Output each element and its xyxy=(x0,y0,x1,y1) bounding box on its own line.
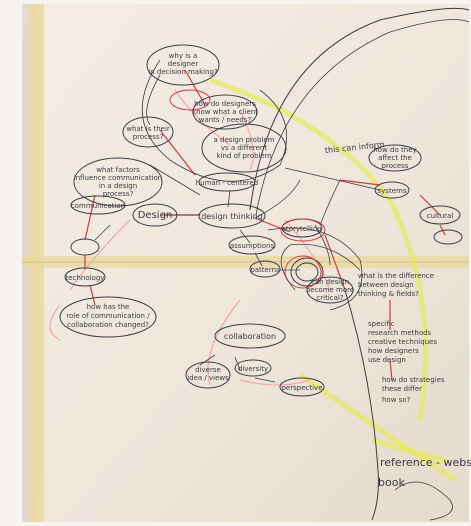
pencil-big-arc xyxy=(249,7,470,211)
node-design-thinking: design thinking xyxy=(201,212,263,221)
node-technology: technology xyxy=(66,274,105,282)
node-diversity: diversity xyxy=(238,365,268,373)
note-problem-3: kind of problem xyxy=(216,152,271,160)
note-how-do-designers-1: how do designers xyxy=(194,100,256,108)
node-design: Design xyxy=(138,210,173,221)
note-how-strategies-1: how do strategies xyxy=(382,376,445,384)
bottom-right-scribble xyxy=(394,481,453,521)
node-storytelling: storytelling xyxy=(282,225,321,233)
note-how-they-3: process xyxy=(382,162,409,170)
note-how-do-designers-3: wants / needs? xyxy=(199,116,252,124)
node-cultural: cultural xyxy=(427,212,454,220)
node-systems: systems xyxy=(378,187,407,195)
note-can-design-1: can design xyxy=(311,278,349,286)
note-what-factors-1: what factors xyxy=(96,166,140,174)
cluster-loops xyxy=(141,59,363,311)
note-how-has-2: role of communication / xyxy=(66,312,150,320)
node-human-centered: human - centered xyxy=(196,179,259,187)
node-collaboration: collaboration xyxy=(224,332,276,341)
note-what-factors-2: influence communication xyxy=(74,174,162,182)
note-specific-4: how designers xyxy=(368,347,419,355)
note-what-is-their-1: what is their xyxy=(126,125,170,133)
node-reference: reference - website xyxy=(380,456,471,469)
note-how-strategies-3: how so? xyxy=(382,396,411,404)
note-specific-2: research methods xyxy=(368,329,432,337)
node-book: book xyxy=(378,476,405,489)
note-what-factors-4: process? xyxy=(103,190,134,198)
node-perspective: perspective xyxy=(281,384,322,392)
note-why-designer-2: designer xyxy=(168,60,199,68)
note-can-design-3: critical? xyxy=(316,294,343,302)
note-whats-diff-2: between design xyxy=(358,281,414,289)
node-assumptions: assumptions xyxy=(230,242,275,250)
note-how-strategies-2: these differ xyxy=(382,385,422,393)
red-accent-ellipses xyxy=(169,89,326,289)
pencil-big-arc-2 xyxy=(255,19,470,216)
note-what-factors-3: in a design xyxy=(99,182,137,190)
pencil-long-down xyxy=(344,289,379,521)
note-how-has-3: collaboration changed? xyxy=(67,321,149,329)
highlighter-arc xyxy=(209,77,429,421)
node-labels: Design design thinking human - centered … xyxy=(66,140,471,489)
note-whats-diff-3: thinking & fields? xyxy=(358,290,419,298)
node-communication: communication xyxy=(71,202,125,210)
note-how-has-1: how has the xyxy=(87,303,130,311)
note-whats-diff-1: what is the difference xyxy=(358,272,434,280)
note-what-is-their-2: process? xyxy=(133,133,164,141)
note-how-they-2: affect the xyxy=(378,154,412,162)
node-patterns: patterns xyxy=(250,266,280,274)
note-problem-2: vs a different xyxy=(221,144,268,152)
note-diverse-2: idea / views xyxy=(187,374,229,382)
note-why-designer-1: why is a xyxy=(169,52,198,60)
node-ellipses xyxy=(59,44,463,397)
note-specific-3: creative techniques xyxy=(368,338,437,346)
note-can-design-2: become more xyxy=(306,286,354,294)
pencil-connectors xyxy=(94,74,381,383)
question-notes: why is a designer in decision making? ho… xyxy=(66,52,445,404)
highlighter-diagonal xyxy=(298,372,457,483)
note-specific-5: use design xyxy=(368,356,406,364)
highlighter-bottom xyxy=(371,437,449,465)
note-specific-1: specific xyxy=(368,320,395,328)
note-diverse-1: diverse xyxy=(195,366,221,374)
note-how-they-1: how do they xyxy=(373,146,416,154)
note-why-designer-3: in decision making? xyxy=(148,68,218,76)
note-how-do-designers-2: know what a client xyxy=(192,108,258,116)
pink-connectors xyxy=(49,89,331,386)
note-problem-1: a design problem xyxy=(214,136,275,144)
